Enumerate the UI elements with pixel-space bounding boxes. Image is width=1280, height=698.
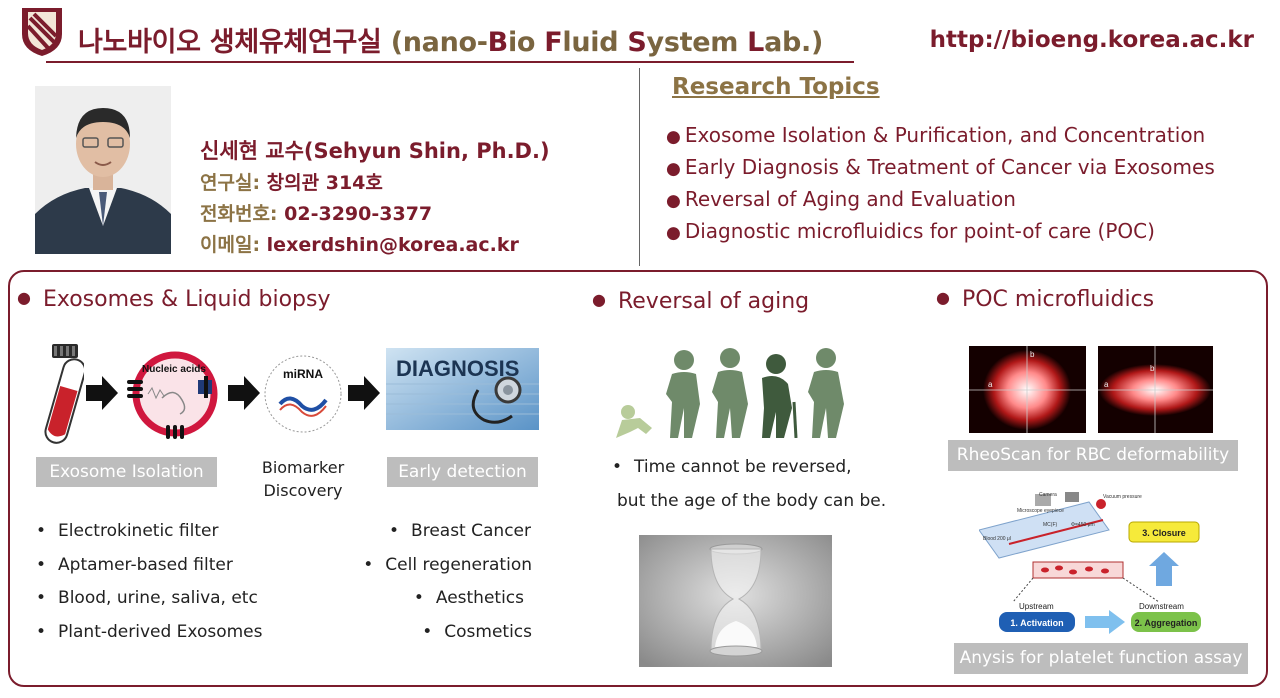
- svg-text:3. Closure: 3. Closure: [1142, 528, 1186, 538]
- phone-line: 전화번호: 02-3290-3377: [200, 199, 432, 226]
- arrow-right-icon: [228, 376, 260, 410]
- phone-label: 전화번호:: [200, 203, 278, 225]
- svg-text:MC(F): MC(F): [1043, 522, 1057, 528]
- lab-title-fragment: io: [507, 27, 545, 58]
- application-list: •Breast Cancer •Cell regeneration •Aesth…: [360, 515, 532, 649]
- lab-title-paren-open: (: [390, 27, 403, 58]
- aging-statement: •Time cannot be reversed, but the age of…: [612, 451, 886, 518]
- email-label: 이메일:: [200, 234, 261, 256]
- list-item: •Cosmetics: [422, 621, 532, 642]
- mirna-diagram: miRNA: [264, 355, 342, 433]
- lab-title-fragment: L: [747, 27, 765, 58]
- vertical-divider: [639, 68, 640, 266]
- lab-website-link[interactable]: http://bioeng.korea.ac.kr: [929, 27, 1254, 53]
- email-value[interactable]: lexerdshin@korea.ac.kr: [266, 234, 519, 256]
- lab-title-fragment: B: [487, 27, 509, 58]
- diagnosis-label: DIAGNOSIS: [396, 356, 519, 381]
- office-value: 창의관 314호: [266, 172, 383, 194]
- svg-text:1. Activation: 1. Activation: [1010, 618, 1063, 628]
- svg-text:2. Aggregation: 2. Aggregation: [1135, 618, 1198, 628]
- office-label: 연구실:: [200, 172, 261, 194]
- email-line: 이메일: lexerdshin@korea.ac.kr: [200, 230, 519, 257]
- header-divider: [46, 61, 854, 63]
- aging-line-1: Time cannot be reversed,: [634, 457, 852, 477]
- exosome-diagram: Nucleic acids: [127, 351, 218, 439]
- svg-text:Φ=450 μm: Φ=450 μm: [1071, 522, 1095, 528]
- lab-title-fragment: ystem: [646, 27, 748, 58]
- lab-title-korean: 나노바이오 생체유체연구실: [78, 27, 382, 58]
- early-detection-label: Early detection: [387, 457, 538, 487]
- svg-text:b: b: [1030, 350, 1035, 359]
- svg-text:b: b: [1150, 364, 1155, 373]
- rbc-ellipse-image: a b: [1098, 346, 1213, 433]
- svg-text:Microscope eyepiece: Microscope eyepiece: [1017, 508, 1064, 514]
- lab-title-fragment: F: [544, 27, 563, 58]
- arrow-right-icon: [86, 376, 118, 410]
- list-item: •Plant-derived Exosomes: [36, 621, 263, 642]
- hourglass-image: [639, 535, 832, 667]
- professor-photo: [35, 86, 171, 254]
- lab-title-english: nano-Bio Fluid System Lab.: [402, 27, 812, 58]
- lab-title-fragment: nano-: [402, 27, 488, 58]
- svg-text:a: a: [988, 380, 993, 389]
- phone-value: 02-3290-3377: [284, 203, 433, 225]
- research-topic-item: ●Reversal of Aging and Evaluation: [666, 187, 1016, 211]
- rbc-circle-image: a b: [969, 346, 1086, 433]
- mirna-label: miRNA: [283, 367, 323, 381]
- university-crest-icon: [22, 8, 62, 56]
- lab-title-paren-close: ): [810, 27, 824, 58]
- svg-text:Downstream: Downstream: [1139, 602, 1184, 611]
- svg-text:Camera: Camera: [1039, 492, 1057, 498]
- anysis-label: Anysis for platelet function assay: [954, 643, 1248, 674]
- platelet-assay-diagram: Camera Vacuum pressure Microscope eyepie…: [979, 492, 1201, 634]
- list-item: •Electrokinetic filter: [36, 521, 219, 541]
- research-topic-item: ●Exosome Isolation & Purification, and C…: [666, 123, 1206, 147]
- list-item: •Cell regeneration: [363, 554, 532, 575]
- research-topic-item: ●Early Diagnosis & Treatment of Cancer v…: [666, 155, 1215, 179]
- lab-title-fragment: S: [627, 27, 647, 58]
- exosome-isolation-label: Exosome Isolation: [36, 457, 217, 487]
- svg-text:a: a: [1104, 380, 1109, 389]
- aging-figures-icon: [616, 348, 844, 438]
- rheoscan-label: RheoScan for RBC deformability: [948, 440, 1238, 471]
- exosomes-section-title: ●Exosomes & Liquid biopsy: [17, 287, 331, 312]
- svg-text:Upstream: Upstream: [1019, 602, 1054, 611]
- poc-section-title: ●POC microfluidics: [936, 287, 1155, 312]
- aging-section-title: ●Reversal of aging: [592, 289, 810, 314]
- aging-line-2: but the age of the body can be.: [617, 490, 887, 511]
- blood-tube-icon: [44, 344, 84, 444]
- research-panel: [8, 270, 1268, 687]
- diagnosis-image: DIAGNOSIS: [386, 348, 539, 430]
- lab-title: 나노바이오 생체유체연구실 (nano-Bio Fluid System Lab…: [78, 20, 823, 59]
- office-line: 연구실: 창의관 314호: [200, 168, 383, 195]
- list-item: •Blood, urine, saliva, etc: [36, 588, 258, 609]
- research-topics-title: Research Topics: [672, 74, 880, 100]
- list-item: •Aesthetics: [413, 588, 524, 609]
- lab-title-fragment: luid: [562, 27, 628, 58]
- lab-title-fragment: ab.: [764, 27, 811, 58]
- svg-text:Vacuum pressure: Vacuum pressure: [1103, 494, 1142, 500]
- isolation-method-list: •Electrokinetic filter •Aptamer-based fi…: [36, 515, 263, 649]
- nucleic-acids-label: Nucleic acids: [142, 364, 206, 375]
- arrow-right-icon: [348, 376, 380, 410]
- list-item: •Aptamer-based filter: [36, 554, 233, 575]
- svg-text:Blood 200 μl: Blood 200 μl: [983, 536, 1011, 542]
- professor-name: 신세현 교수(Sehyun Shin, Ph.D.): [200, 139, 550, 163]
- research-topic-item: ●Diagnostic microfluidics for point-of c…: [666, 219, 1155, 243]
- list-item: •Breast Cancer: [389, 521, 531, 541]
